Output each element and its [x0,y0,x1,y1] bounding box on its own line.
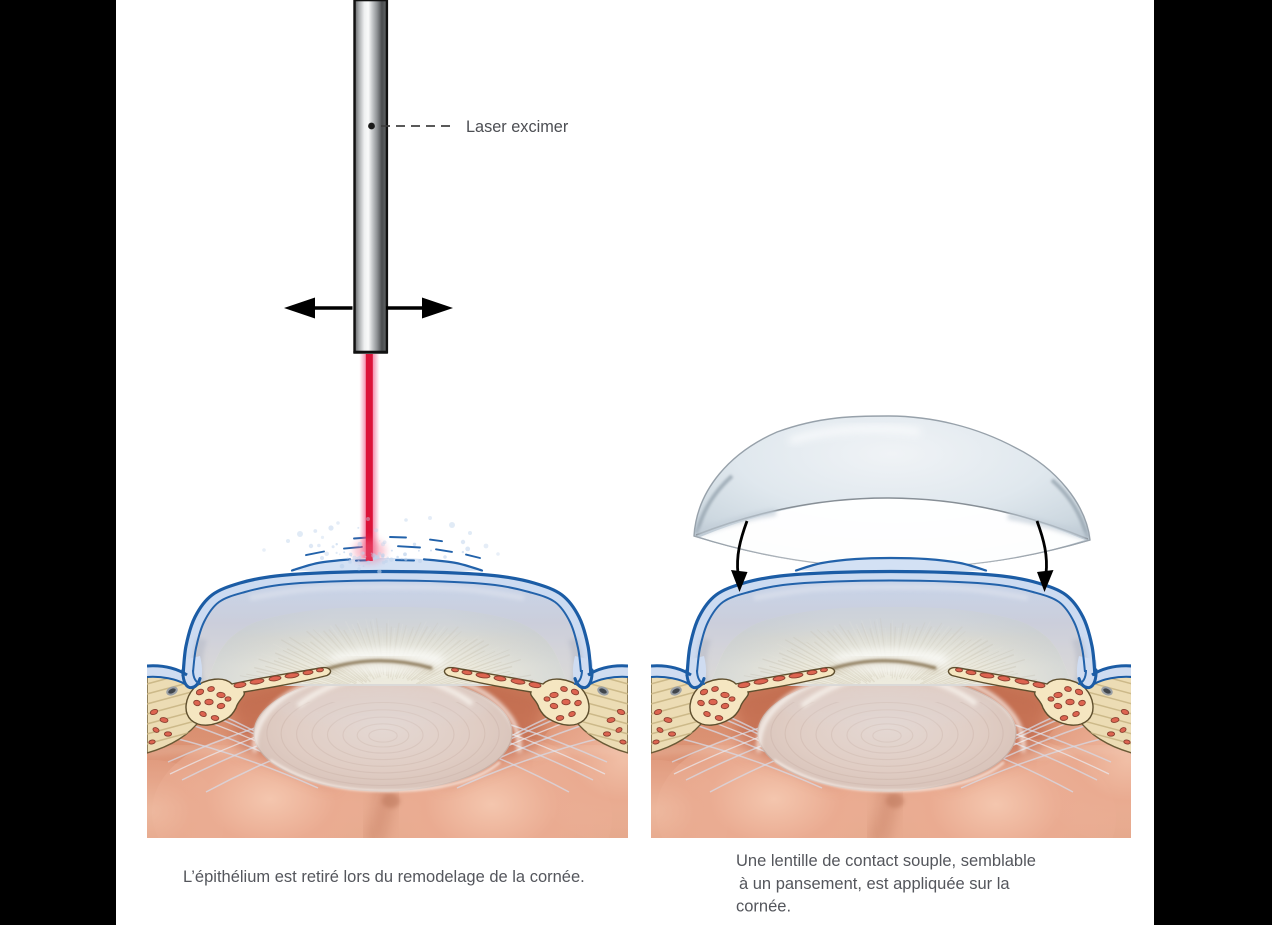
svg-text:à un pansement, est appliquée: à un pansement, est appliquée sur la [739,875,1010,893]
svg-text:cornée.: cornée. [736,898,791,916]
svg-text:L’épithélium est retiré lors d: L’épithélium est retiré lors du remodela… [183,868,585,886]
svg-text:Laser excimer: Laser excimer [466,118,569,136]
svg-text:Une lentille de contact souple: Une lentille de contact souple, semblabl… [736,852,1036,870]
